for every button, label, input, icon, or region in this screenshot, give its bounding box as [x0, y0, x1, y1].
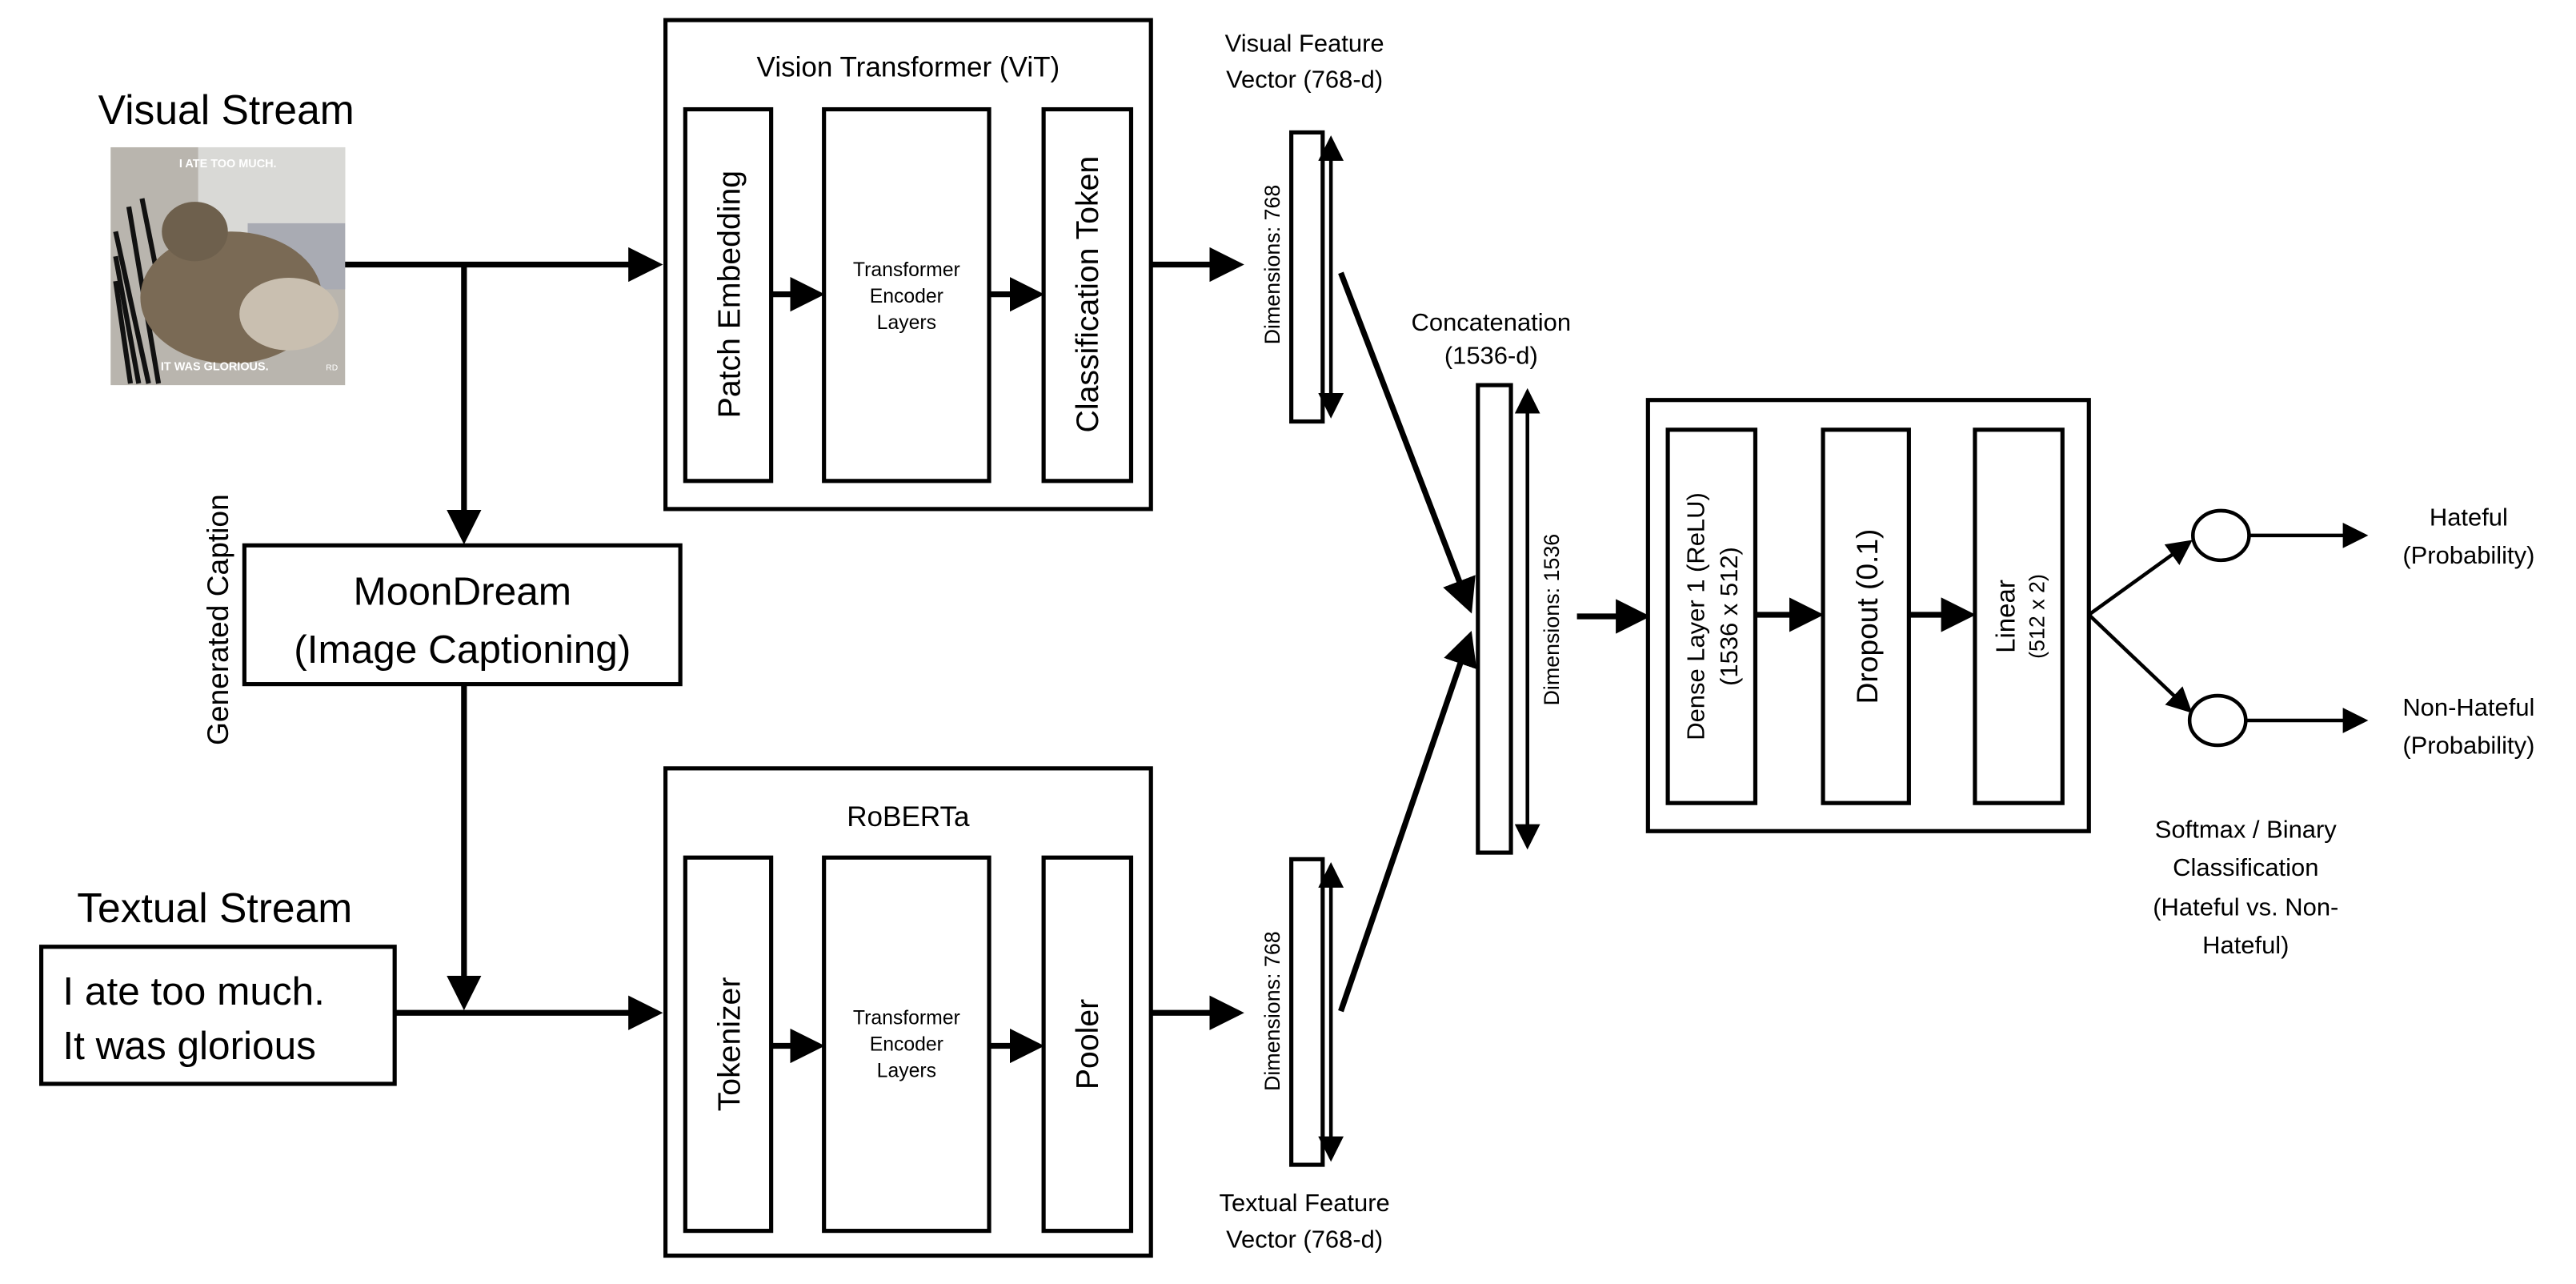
nonhateful-node — [2187, 693, 2248, 748]
vit-encoder-line1: Transformer — [853, 259, 960, 281]
hateful-label: Hateful — [2430, 504, 2508, 532]
arrow-to-hateful-node — [2087, 540, 2193, 616]
meme-top-text: I ATE TOO MUCH. — [179, 158, 277, 171]
concat-label-1: Concatenation — [1412, 308, 1572, 336]
vit-encoder-line2: Encoder — [870, 286, 943, 307]
generated-caption-label: Generated Caption — [201, 494, 234, 745]
tokenizer-label: Tokenizer — [712, 977, 747, 1112]
text-input-box — [39, 945, 397, 1086]
softmax-label-2: Classification — [2173, 853, 2318, 881]
linear-block — [1973, 427, 2065, 805]
roberta-encoder-line1: Transformer — [853, 1008, 960, 1029]
nonhateful-probability-label: (Probability) — [2402, 731, 2534, 759]
dropout-block — [1821, 427, 1911, 805]
arrow-to-nonhateful-node — [2087, 613, 2193, 713]
roberta-encoder-line2: Encoder — [870, 1034, 943, 1056]
textual-vector-label-2: Vector (768-d) — [1226, 1225, 1383, 1253]
roberta-title: RoBERTa — [847, 801, 970, 833]
textual-stream-title: Textual Stream — [77, 885, 352, 931]
text-line-2: It was glorious — [62, 1024, 315, 1068]
meme-bottom-text: IT WAS GLORIOUS. — [161, 361, 269, 374]
visual-stream-title: Visual Stream — [98, 86, 355, 133]
dense-layer-label-2: (1536 x 512) — [1715, 547, 1743, 686]
visual-vector-label-1: Visual Feature — [1225, 29, 1384, 57]
linear-label-2: (512 x 2) — [2025, 574, 2049, 659]
textual-vector-label-1: Textual Feature — [1220, 1189, 1390, 1217]
classification-token-label: Classification Token — [1071, 156, 1105, 433]
moondream-subtitle: (Image Captioning) — [294, 628, 631, 672]
linear-label-1: Linear — [1990, 580, 2020, 653]
concat-label-2: (1536-d) — [1444, 341, 1538, 369]
patch-embedding-label: Patch Embedding — [712, 171, 747, 418]
concatenated-vector — [1476, 383, 1513, 855]
meme-logo: RD — [326, 364, 338, 373]
visual-vector-label-2: Vector (768-d) — [1226, 66, 1383, 94]
dropout-label: Dropout (0.1) — [1850, 529, 1884, 704]
textual-feature-vector — [1289, 857, 1325, 1167]
concat-dimensions: Dimensions: 1536 — [1540, 534, 1564, 706]
roberta-encoder-line3: Layers — [877, 1061, 936, 1082]
visual-feature-vector — [1289, 130, 1325, 424]
patch-embedding-block — [683, 106, 774, 484]
arrow-visual-to-concat — [1338, 271, 1476, 614]
roberta-encoder-block — [822, 855, 992, 1234]
hateful-node — [2191, 508, 2251, 563]
vit-title: Vision Transformer (ViT) — [757, 51, 1060, 82]
tokenizer-block — [683, 855, 774, 1234]
softmax-label-1: Softmax / Binary — [2155, 816, 2337, 844]
vit-encoder-block — [822, 106, 992, 484]
nonhateful-label: Non-Hateful — [2402, 693, 2534, 721]
softmax-label-3: (Hateful vs. Non- — [2153, 893, 2338, 921]
arrow-textual-to-concat — [1338, 630, 1477, 1013]
moondream-title: MoonDream — [354, 570, 571, 614]
text-line-1: I ate too much. — [62, 969, 325, 1013]
dense-layer-label-1: Dense Layer 1 (ReLU) — [1681, 492, 1709, 740]
meme-image: I ATE TOO MUCH. IT WAS GLORIOUS. RD — [110, 146, 346, 386]
dense-layer-block — [1665, 427, 1758, 805]
pooler-label: Pooler — [1071, 999, 1105, 1089]
textual-dimensions: Dimensions: 768 — [1260, 931, 1284, 1091]
hateful-probability-label: (Probability) — [2402, 541, 2534, 569]
visual-dimensions: Dimensions: 768 — [1260, 185, 1284, 345]
vit-encoder-line3: Layers — [877, 312, 936, 334]
softmax-label-4: Hateful) — [2202, 931, 2289, 959]
